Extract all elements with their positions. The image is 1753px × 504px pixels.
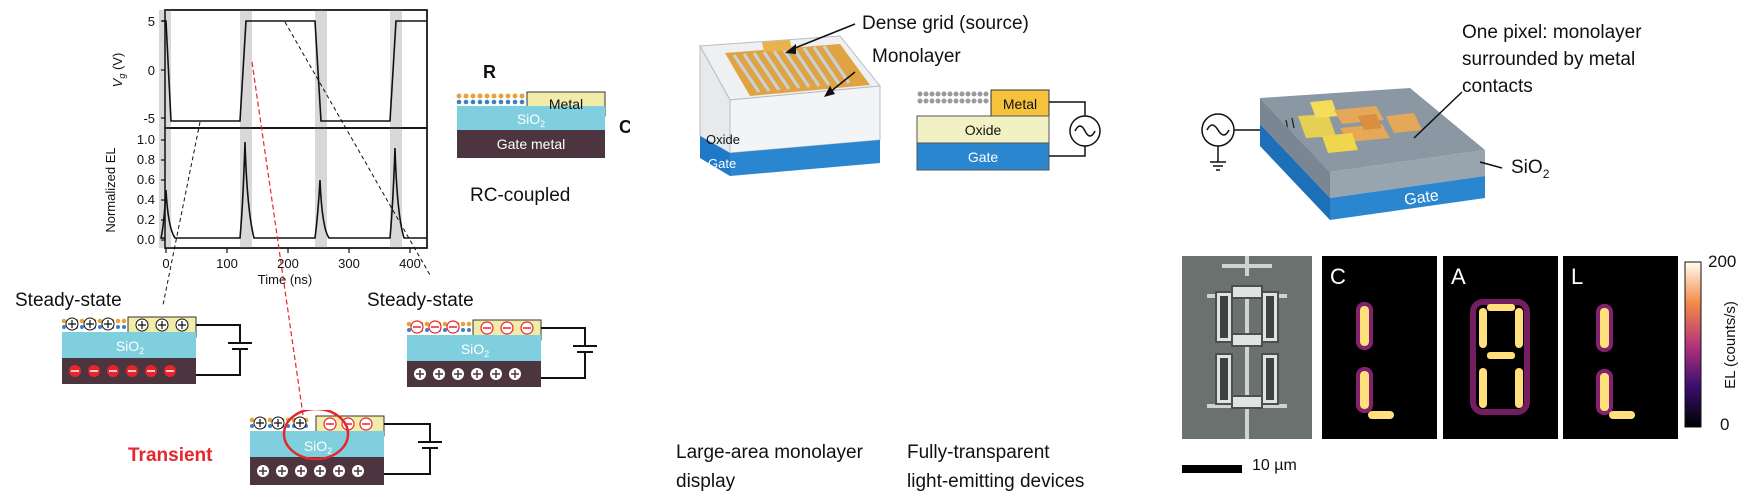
letter-a: A xyxy=(1451,264,1466,289)
pixel-description: One pixel: monolayer surrounded by metal… xyxy=(1462,19,1642,100)
sio2-label: SiO2 xyxy=(517,111,545,129)
scale-bar xyxy=(1182,465,1242,473)
gate-label: Gate xyxy=(708,156,736,171)
el-trace xyxy=(159,141,427,239)
bottom-tick-label: 0.4 xyxy=(137,192,155,207)
el-voltage-plot: 5 0 -5 1.0 0.8 0.6 0.4 0.2 0.0 0 100 200… xyxy=(103,9,428,287)
el-map-c: C xyxy=(1322,256,1437,439)
scale-bar-label: 10 µm xyxy=(1252,457,1297,474)
rc-coupled-schematic: Metal SiO2 Gate metal R C xyxy=(456,62,630,158)
metal-label: Metal xyxy=(1003,96,1037,112)
optical-micrograph xyxy=(1182,256,1312,439)
colorbar-max: 200 xyxy=(1708,252,1736,271)
gate-label: Gate xyxy=(1403,187,1440,209)
sio2-subscript: 2 xyxy=(1542,166,1550,181)
caption-large-area: Large-area monolayer display xyxy=(676,438,863,496)
transient-label: Transient xyxy=(128,445,213,466)
colorbar-min: 0 xyxy=(1720,415,1729,434)
sio2-label: SiO2 xyxy=(1511,157,1549,181)
top-y-axis-label: Vg (V) xyxy=(110,53,127,88)
gate-layer xyxy=(916,142,1050,171)
x-tick-label: 400 xyxy=(399,256,421,271)
monolayer-label: Monolayer xyxy=(872,46,961,67)
pixel-line: One pixel: monolayer xyxy=(1462,22,1642,43)
sio2-layer xyxy=(457,106,605,130)
caption-line: Large-area monolayer xyxy=(676,442,863,463)
caption-line: display xyxy=(676,471,736,492)
caption-transparent: Fully-transparent light-emitting devices xyxy=(907,438,1084,496)
x-tick-label: 300 xyxy=(338,256,360,271)
pixel-line: surrounded by metal xyxy=(1462,49,1636,70)
sio2-label: SiO2 xyxy=(116,338,144,356)
connector-lines xyxy=(162,21,431,416)
pixel-line: contacts xyxy=(1462,76,1533,97)
x-tick-label: 100 xyxy=(216,256,238,271)
gate-metal-layer xyxy=(457,130,605,158)
el-map-l: L xyxy=(1563,256,1678,439)
pixel-device-3d: Gate xyxy=(1201,88,1503,220)
bottom-tick-label: 0.8 xyxy=(137,152,155,167)
dense-grid-label: Dense grid (source) xyxy=(862,13,1029,34)
highlight-circle xyxy=(282,410,350,461)
x-tick-label: 0 xyxy=(162,256,169,271)
colorbar: 200 0 EL (counts/s) xyxy=(1684,252,1739,434)
dense-grid-electrode xyxy=(725,40,870,96)
caption-line: Fully-transparent xyxy=(907,442,1050,463)
bottom-tick-label: 1.0 xyxy=(137,132,155,147)
glowing-pixel xyxy=(1298,100,1422,153)
oxide-label: Oxide xyxy=(965,122,1002,138)
bottom-tick-label: 0.0 xyxy=(137,232,155,247)
x-axis-label: Time (ns) xyxy=(258,272,312,287)
transient-schematic: SiO2 xyxy=(249,410,442,485)
sio2-label: SiO2 xyxy=(461,341,489,359)
gate-metal-label: Gate metal xyxy=(497,136,565,152)
bottom-tick-label: 0.6 xyxy=(137,172,155,187)
letter-l: L xyxy=(1571,264,1583,289)
dense-grid-device-3d: Oxide Gate xyxy=(699,35,881,176)
oxide-layer xyxy=(916,115,1050,144)
top-tick-label: 0 xyxy=(148,63,155,78)
bottom-y-axis-label: Normalized EL xyxy=(103,147,118,232)
rc-coupled-caption: RC-coupled xyxy=(470,185,571,206)
oxide-label: Oxide xyxy=(706,132,740,147)
bottom-tick-label: 0.2 xyxy=(137,212,155,227)
top-tick-label: -5 xyxy=(143,111,155,126)
letter-c: C xyxy=(1330,264,1346,289)
el-map-a: A xyxy=(1443,256,1558,439)
x-tick-label: 200 xyxy=(277,256,299,271)
caption-line: light-emitting devices xyxy=(907,471,1085,492)
sio2-text: SiO xyxy=(1511,157,1543,178)
steady-state-right-schematic: SiO2 xyxy=(406,319,597,387)
monolayer-molecules xyxy=(456,93,525,105)
c-label: C xyxy=(619,117,630,137)
colorbar-label: EL (counts/s) xyxy=(1722,301,1739,389)
gate-label: Gate xyxy=(968,149,999,165)
r-label: R xyxy=(483,62,496,82)
steady-state-right-label: Steady-state xyxy=(367,290,474,311)
metal-label: Metal xyxy=(549,96,583,112)
steady-state-left-schematic: SiO2 xyxy=(61,316,252,384)
panel-b-pointers xyxy=(785,23,856,97)
sio2-label: SiO2 xyxy=(304,438,332,456)
transparent-device-cross-section: Metal Oxide Gate xyxy=(916,89,1101,171)
steady-state-left-label: Steady-state xyxy=(15,290,122,311)
top-tick-label: 5 xyxy=(148,14,155,29)
